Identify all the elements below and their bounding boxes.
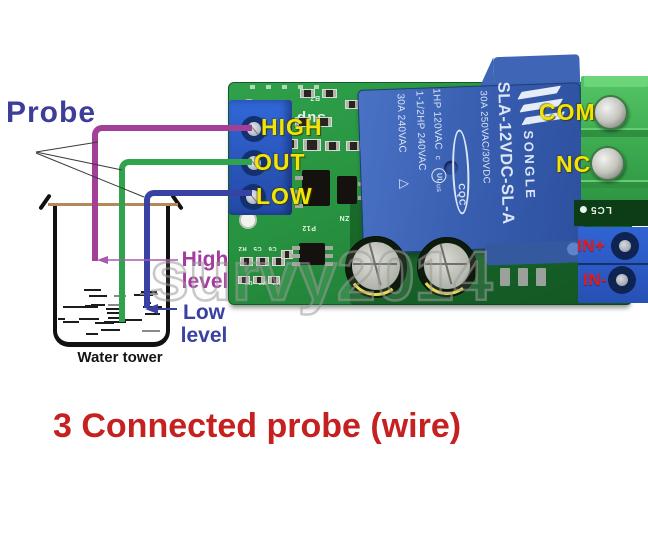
terminal-label-com: COM (539, 99, 596, 125)
water-dash (84, 305, 97, 308)
water-dash (90, 303, 106, 306)
water-dash (141, 330, 161, 333)
water-dash (105, 308, 120, 311)
transistor (337, 176, 357, 204)
water-dash (85, 332, 98, 335)
smd-component (303, 139, 321, 151)
solder-pad (500, 268, 510, 286)
terminal-label-in-minus: IN- (583, 270, 608, 289)
smd-component (256, 257, 269, 266)
water-dash (103, 321, 121, 323)
probe-label: Probe (6, 96, 97, 129)
diagram-title: 3 Connected probe (wire) (53, 407, 462, 445)
ic-chip (299, 243, 325, 265)
component-pin (325, 254, 333, 258)
component-pin (325, 262, 333, 266)
water-dash (101, 329, 120, 332)
smd-component (253, 276, 265, 284)
silkscreen-c5: C5 (253, 245, 262, 251)
water-dash (106, 312, 122, 315)
silkscreen-zn: ZN (339, 214, 350, 221)
water-dash (108, 303, 125, 306)
smd-component (316, 117, 332, 127)
terminal-label-low: LOW (256, 183, 313, 209)
solder-pad (536, 268, 546, 286)
component-pin (325, 246, 333, 250)
water-dash (107, 317, 119, 320)
smd-component (325, 141, 340, 151)
solder-pad (518, 268, 528, 286)
water-dash (63, 320, 79, 323)
silkscreen-lc5: LC5 (580, 204, 612, 215)
terminal-screw-com (593, 95, 628, 130)
water-dash (63, 305, 82, 308)
warning-triangle-icon: △ (397, 178, 413, 190)
smd-component (322, 89, 337, 98)
smd-component (295, 117, 311, 127)
capacitor (343, 234, 409, 300)
silkscreen-c6: C6 (268, 245, 277, 251)
pcb-edge-strip (574, 200, 648, 226)
terminal-label-out: OUT (254, 149, 306, 175)
component-pin (295, 204, 303, 208)
component-pin (295, 176, 303, 180)
wire-out-green (119, 159, 252, 322)
solder-pad (250, 85, 255, 89)
solder-pad (282, 85, 287, 89)
component-pin (292, 254, 300, 258)
smd-component (268, 276, 280, 284)
smd-component (238, 276, 250, 284)
low-level-label: Low level (180, 301, 228, 347)
beaker-lip-left (38, 193, 52, 211)
beaker (53, 205, 170, 347)
water-dash (78, 318, 99, 321)
component-pin (292, 246, 300, 250)
solder-pad (314, 85, 319, 89)
terminal-screw-in-plus (611, 232, 639, 260)
capacitor (415, 235, 479, 299)
water-dash (122, 318, 142, 321)
water-dash (58, 317, 66, 320)
water-tower-label: Water tower (77, 349, 163, 366)
wire-low-blue (144, 190, 252, 308)
smd-component (300, 89, 315, 98)
smd-component (272, 257, 285, 266)
water-dash (83, 288, 101, 291)
high-level-label: High level (181, 248, 229, 293)
component-pin (292, 262, 300, 266)
terminal-screw-high (241, 116, 267, 142)
beaker-rim-line (48, 203, 178, 206)
terminal-screw-in-minus (608, 266, 636, 294)
solder-pad (266, 85, 271, 89)
terminal-label-nc: NC (556, 151, 592, 177)
terminal-label-in-plus: IN+ (577, 236, 606, 255)
solder-pad (298, 85, 303, 89)
water-dash (96, 295, 104, 298)
terminal-label-high: HIGH (261, 114, 323, 140)
relay-markings: ® SONGLE SLA-12VDC-SL-A 30A 250VAC/30VDC… (388, 81, 542, 256)
component-pin (295, 190, 303, 194)
transistor (302, 170, 330, 206)
terminal-screw-nc (590, 146, 625, 181)
silkscreen-p12: P12 (302, 224, 316, 231)
